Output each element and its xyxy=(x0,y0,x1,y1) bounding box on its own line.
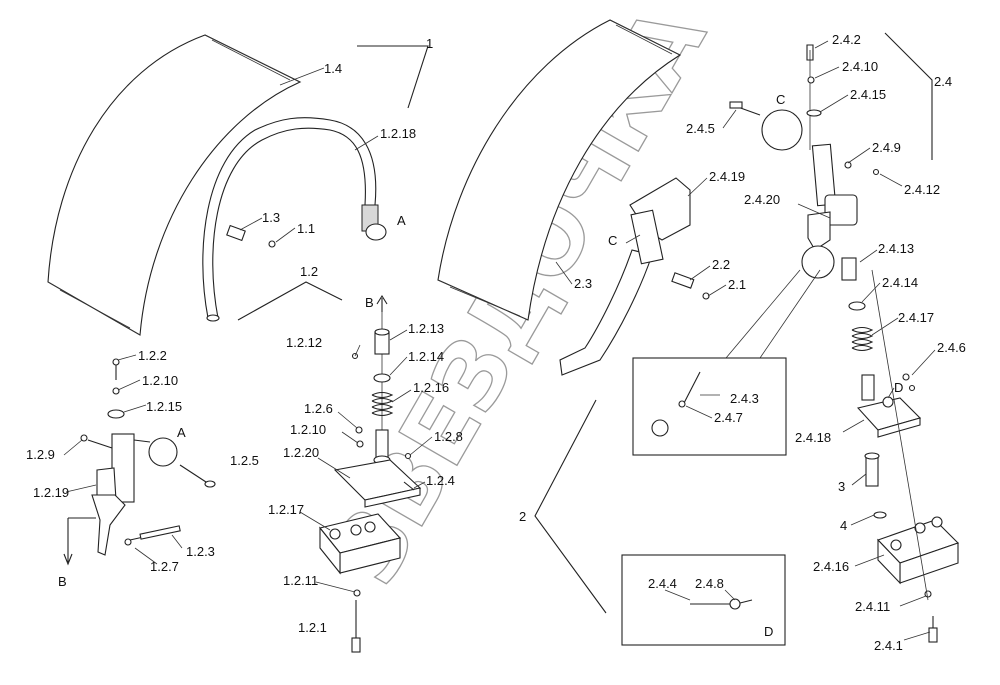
label-3: 3 xyxy=(838,479,845,494)
label-C-mid: C xyxy=(608,233,617,248)
label-2-4: 2.4 xyxy=(934,74,952,89)
label-1-2: 1.2 xyxy=(300,264,318,279)
label-1-2-5: 1.2.5 xyxy=(230,453,259,468)
label-2-4-17: 2.4.17 xyxy=(898,310,934,325)
label-2-4-9: 2.4.9 xyxy=(872,140,901,155)
label-B-top: B xyxy=(365,295,374,310)
label-1-2-10a: 1.2.10 xyxy=(142,373,178,388)
label-1-2-18: 1.2.18 xyxy=(380,126,416,141)
label-1-2-8: 1.2.8 xyxy=(434,429,463,444)
label-2-4-6: 2.4.6 xyxy=(937,340,966,355)
hinge-assembly-2-4 xyxy=(729,44,960,643)
label-2-4-1: 2.4.1 xyxy=(874,638,903,653)
label-2-4-16: 2.4.16 xyxy=(813,559,849,574)
label-B-bottom: B xyxy=(58,574,67,589)
label-2-4-20: 2.4.20 xyxy=(744,192,780,207)
bracket-tube-left xyxy=(202,117,387,322)
group-bracket-1 xyxy=(357,45,429,109)
label-1-2-12: 1.2.12 xyxy=(286,335,322,350)
label-D-box: D xyxy=(764,624,773,639)
label-2-4-19: 2.4.19 xyxy=(709,169,745,184)
label-1-2-1: 1.2.1 xyxy=(298,620,327,635)
label-2-3: 2.3 xyxy=(574,276,592,291)
label-1-2-7: 1.2.7 xyxy=(150,559,179,574)
label-1-4: 1.4 xyxy=(324,61,342,76)
label-2-4-11: 2.4.11 xyxy=(855,599,890,614)
label-1-2-19: 1.2.19 xyxy=(33,485,69,500)
label-2-4-5: 2.4.5 xyxy=(686,121,715,136)
label-2-4-14: 2.4.14 xyxy=(882,275,918,290)
label-4: 4 xyxy=(840,518,847,533)
group-bracket-2 xyxy=(534,399,607,614)
label-2-4-8: 2.4.8 xyxy=(695,576,724,591)
label-2-1: 2.1 xyxy=(728,277,746,292)
label-A-left: A xyxy=(177,425,186,440)
label-2-4-2: 2.4.2 xyxy=(832,32,861,47)
label-1-2-3: 1.2.3 xyxy=(186,544,215,559)
label-1-2-11: 1.2.11 xyxy=(283,573,318,588)
label-D-right: D xyxy=(894,380,903,395)
label-A-top: A xyxy=(397,213,406,228)
label-2-4-15: 2.4.15 xyxy=(850,87,886,102)
label-2-4-7: 2.4.7 xyxy=(714,410,743,425)
label-2-4-3: 2.4.3 xyxy=(730,391,759,406)
hinge-bracket-1-2-19 xyxy=(63,358,216,566)
hinge-assembly-1-2 xyxy=(319,294,422,653)
label-2-4-4: 2.4.4 xyxy=(648,576,677,591)
label-1-2-15: 1.2.15 xyxy=(146,399,182,414)
label-2: 2 xyxy=(519,509,526,524)
leader-lines xyxy=(63,40,936,641)
label-1-2-14: 1.2.14 xyxy=(408,349,444,364)
label-1-3: 1.3 xyxy=(262,210,280,225)
part-labels: 1 1.4 1.2.18 A 1.3 1.1 1.2 B 1.2.2 1.2.1… xyxy=(26,32,966,653)
label-1-2-4: 1.2.4 xyxy=(426,473,455,488)
fender-left xyxy=(47,34,302,336)
label-2-4-10: 2.4.10 xyxy=(842,59,878,74)
label-1-2-16: 1.2.16 xyxy=(413,380,449,395)
label-2-4-13: 2.4.13 xyxy=(878,241,914,256)
fender-right xyxy=(437,19,682,321)
label-1: 1 xyxy=(426,36,433,51)
label-1-1: 1.1 xyxy=(297,221,315,236)
detail-inset-2-4-3 xyxy=(632,269,821,456)
label-1-2-17: 1.2.17 xyxy=(268,502,304,517)
label-C-top: C xyxy=(776,92,785,107)
group-bracket-1-2 xyxy=(237,281,343,321)
label-2-4-18: 2.4.18 xyxy=(795,430,831,445)
label-1-2-10b: 1.2.10 xyxy=(290,422,326,437)
label-2-4-12: 2.4.12 xyxy=(904,182,940,197)
label-2-2: 2.2 xyxy=(712,257,730,272)
label-1-2-6: 1.2.6 xyxy=(304,401,333,416)
label-1-2-2: 1.2.2 xyxy=(138,348,167,363)
detail-inset-2-4-4 xyxy=(621,554,786,646)
group-bracket-2-4 xyxy=(884,32,933,160)
label-1-2-20: 1.2.20 xyxy=(283,445,319,460)
bracket-right-2-4-19 xyxy=(559,177,710,376)
label-1-2-9: 1.2.9 xyxy=(26,447,55,462)
label-1-2-13: 1.2.13 xyxy=(408,321,444,336)
